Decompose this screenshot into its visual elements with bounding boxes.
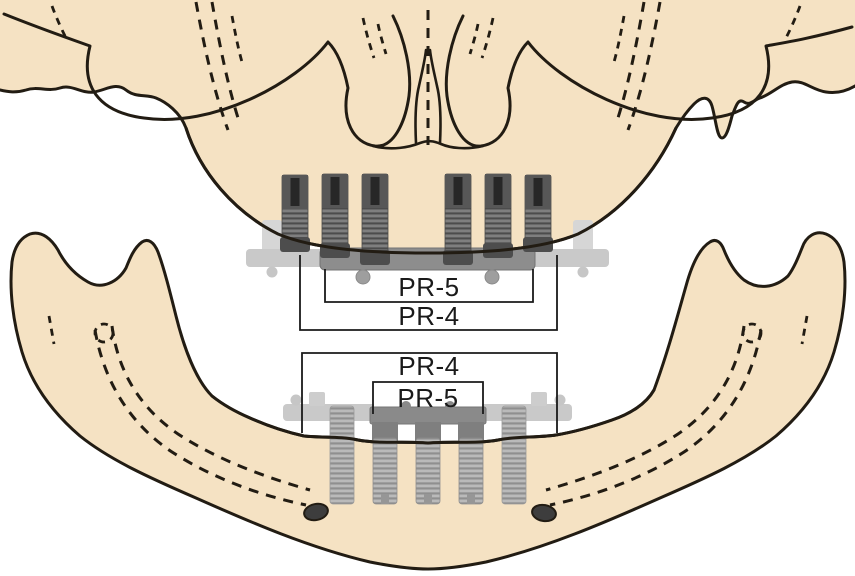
mandible-region xyxy=(9,231,847,571)
lower-prosthesis xyxy=(210,383,656,505)
upper-implants xyxy=(280,173,553,265)
upper-implant-5 xyxy=(483,173,513,258)
mandible-pr4-label: PR-4 xyxy=(398,351,459,381)
maxilla-pr4-label-bg xyxy=(399,304,459,328)
maxilla-pr4-bracket xyxy=(299,255,558,331)
upper-implant-2 xyxy=(320,173,350,258)
mandible-pr4-bracket xyxy=(301,352,558,433)
right-condyle-neck-dash xyxy=(800,315,809,345)
lower-implant-4 xyxy=(458,422,484,505)
right-canal-outer-dashed-line xyxy=(549,329,763,507)
left-lingula-dashed-circle xyxy=(93,322,115,344)
left-canine-dashed-line-2 xyxy=(210,1,242,125)
mandible-bone xyxy=(9,231,847,571)
lower-left-ball-attachment xyxy=(290,394,302,406)
left-nasal-dashed-line-2 xyxy=(376,23,388,55)
lower-implant-5 xyxy=(501,405,527,505)
maxilla-pr4-label: PR-4 xyxy=(398,301,459,331)
left-canine-dashed-line-3 xyxy=(230,15,244,63)
mandible-pr5-bracket xyxy=(372,381,484,414)
nasal-aperture-right-wall xyxy=(428,48,442,145)
left-orbit-nasal-curve xyxy=(2,12,412,148)
mandible-pr4-label-bg xyxy=(398,355,460,378)
lower-left-tab xyxy=(309,392,325,406)
right-orbit-nasal-curve xyxy=(444,14,854,148)
maxilla-region xyxy=(0,0,855,255)
upper-left-ball-attachment xyxy=(266,266,278,278)
upper-bar-nub-right xyxy=(484,269,500,285)
maxilla-pr5-label-bg xyxy=(399,275,459,299)
maxilla-pr5-bracket xyxy=(324,269,534,303)
left-canal-inner-dashed-line xyxy=(110,325,311,492)
right-lingula-dashed-circle xyxy=(741,322,763,344)
upper-bar-right-wing xyxy=(527,249,609,267)
mandible-crest-overlay-line xyxy=(210,388,656,445)
upper-implant-6 xyxy=(523,174,553,252)
left-mental-foramen xyxy=(303,502,329,522)
right-mental-foramen xyxy=(531,503,557,523)
right-temporal-dashed-line xyxy=(784,5,802,39)
mandibular-canal-dashed-lines xyxy=(47,315,809,507)
upper-right-ball-attachment xyxy=(577,266,589,278)
maxilla-pr5-label: PR-5 xyxy=(398,272,459,302)
nasal-floor-line xyxy=(371,139,485,150)
left-condyle-neck-dash xyxy=(47,315,56,345)
upper-implant-3 xyxy=(360,173,390,265)
nasal-aperture-left-wall xyxy=(414,48,428,145)
left-canal-outer-dashed-line xyxy=(93,329,307,507)
right-canal-inner-dashed-line xyxy=(545,325,746,492)
lower-bar-nub-right xyxy=(445,401,455,411)
upper-bar-nub-left xyxy=(355,269,371,285)
right-nasal-dashed-line-1 xyxy=(480,17,495,59)
lower-implant-1 xyxy=(329,405,355,505)
maxilla-dashed-lines xyxy=(50,1,802,145)
maxilla-arch-overlay-line xyxy=(184,126,678,255)
lower-implant-2 xyxy=(372,422,398,505)
measurement-brackets: PR-5 PR-4 PR-4 PR-5 xyxy=(299,255,558,433)
right-canine-dashed-line-3 xyxy=(612,15,626,63)
right-nasal-dashed-line-2 xyxy=(468,23,480,55)
lower-implant-3 xyxy=(415,422,441,505)
upper-bar-left-wing xyxy=(246,249,328,267)
mandible-pr5-label: PR-5 xyxy=(397,383,458,413)
lower-bar-nub-left xyxy=(401,401,411,411)
lower-right-tab xyxy=(531,392,547,406)
right-canine-dashed-line-2 xyxy=(614,1,646,125)
left-temporal-dashed-line xyxy=(50,5,68,39)
upper-prosthesis xyxy=(184,126,678,285)
left-nasal-dashed-line-1 xyxy=(361,17,376,59)
